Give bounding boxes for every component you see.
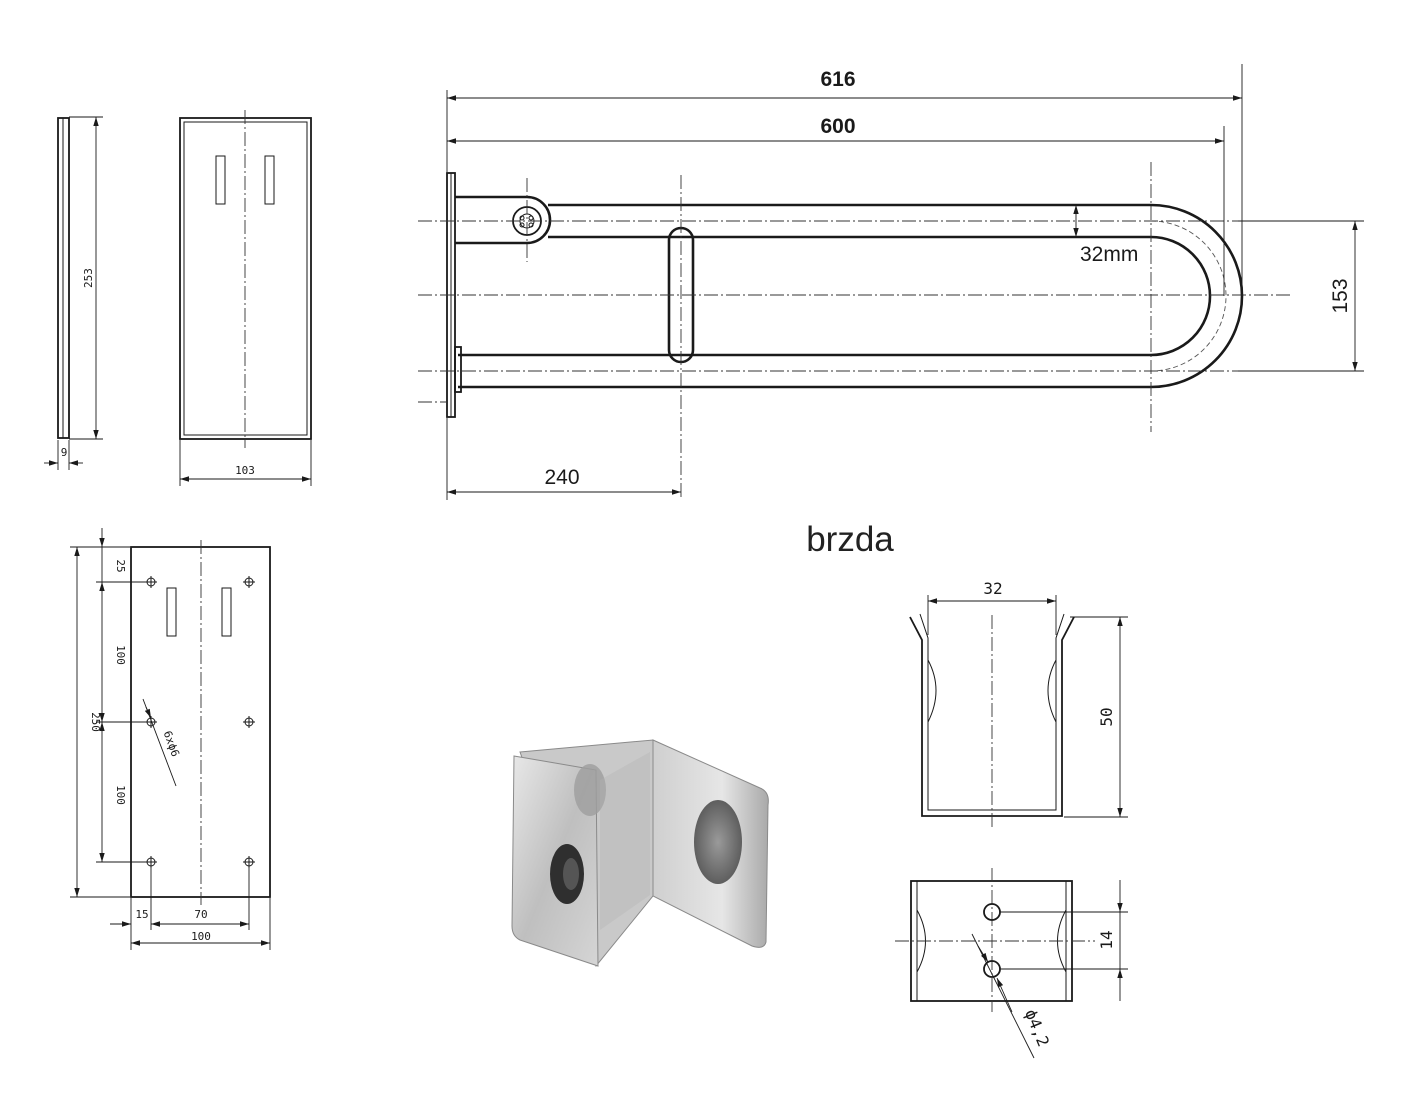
mount-spacing-upper-label: 100 [114, 645, 127, 665]
brake-front-view: 32 50 [909, 579, 1128, 828]
brake-caption: brzda [806, 520, 894, 559]
front-width-label: 103 [235, 464, 255, 477]
rail-tube-outer [458, 203, 1244, 389]
length-overall-label: 616 [820, 68, 855, 91]
brake-hole-spacing-label: 14 [1097, 930, 1116, 949]
mount-holes [145, 576, 255, 868]
brake-photo [511, 739, 769, 968]
tube-diameter-label: 32mm [1080, 243, 1138, 266]
front-view: 103 [179, 110, 312, 486]
brake-top-view: 14 ϕ4,2 [895, 868, 1128, 1059]
front-view-plate [179, 117, 312, 440]
mount-top-offset-label: 25 [114, 559, 127, 572]
side-height-label: 253 [82, 268, 95, 288]
front-slot-right [264, 155, 275, 205]
side-thickness-label: 9 [61, 446, 68, 459]
brake-bumper-right [694, 800, 742, 884]
length-axis-label: 600 [820, 115, 855, 138]
front-slot-left [215, 155, 226, 205]
mount-hole-span-label: 70 [194, 908, 207, 921]
side-view: 253 9 [44, 116, 103, 470]
mount-edge-offset-label: 15 [135, 908, 148, 921]
mount-plate-view: 6xϕ6 25 100 100 250 15 70 100 [70, 528, 271, 950]
brake-height-label: 50 [1097, 707, 1116, 726]
brake-hole-diameter-label: ϕ4,2 [1021, 1007, 1053, 1050]
rail-tube-inner [458, 235, 1212, 357]
mount-height-label: 250 [89, 712, 102, 732]
mount-spacing-lower-label: 100 [114, 785, 127, 805]
rail-view: 616 600 32mm 153 240 [418, 64, 1364, 500]
mount-width-label: 100 [191, 930, 211, 943]
hinge-offset-label: 240 [544, 466, 579, 489]
hinge-bracket [455, 195, 552, 245]
brake-width-label: 32 [983, 579, 1002, 598]
width-label: 153 [1329, 278, 1352, 313]
